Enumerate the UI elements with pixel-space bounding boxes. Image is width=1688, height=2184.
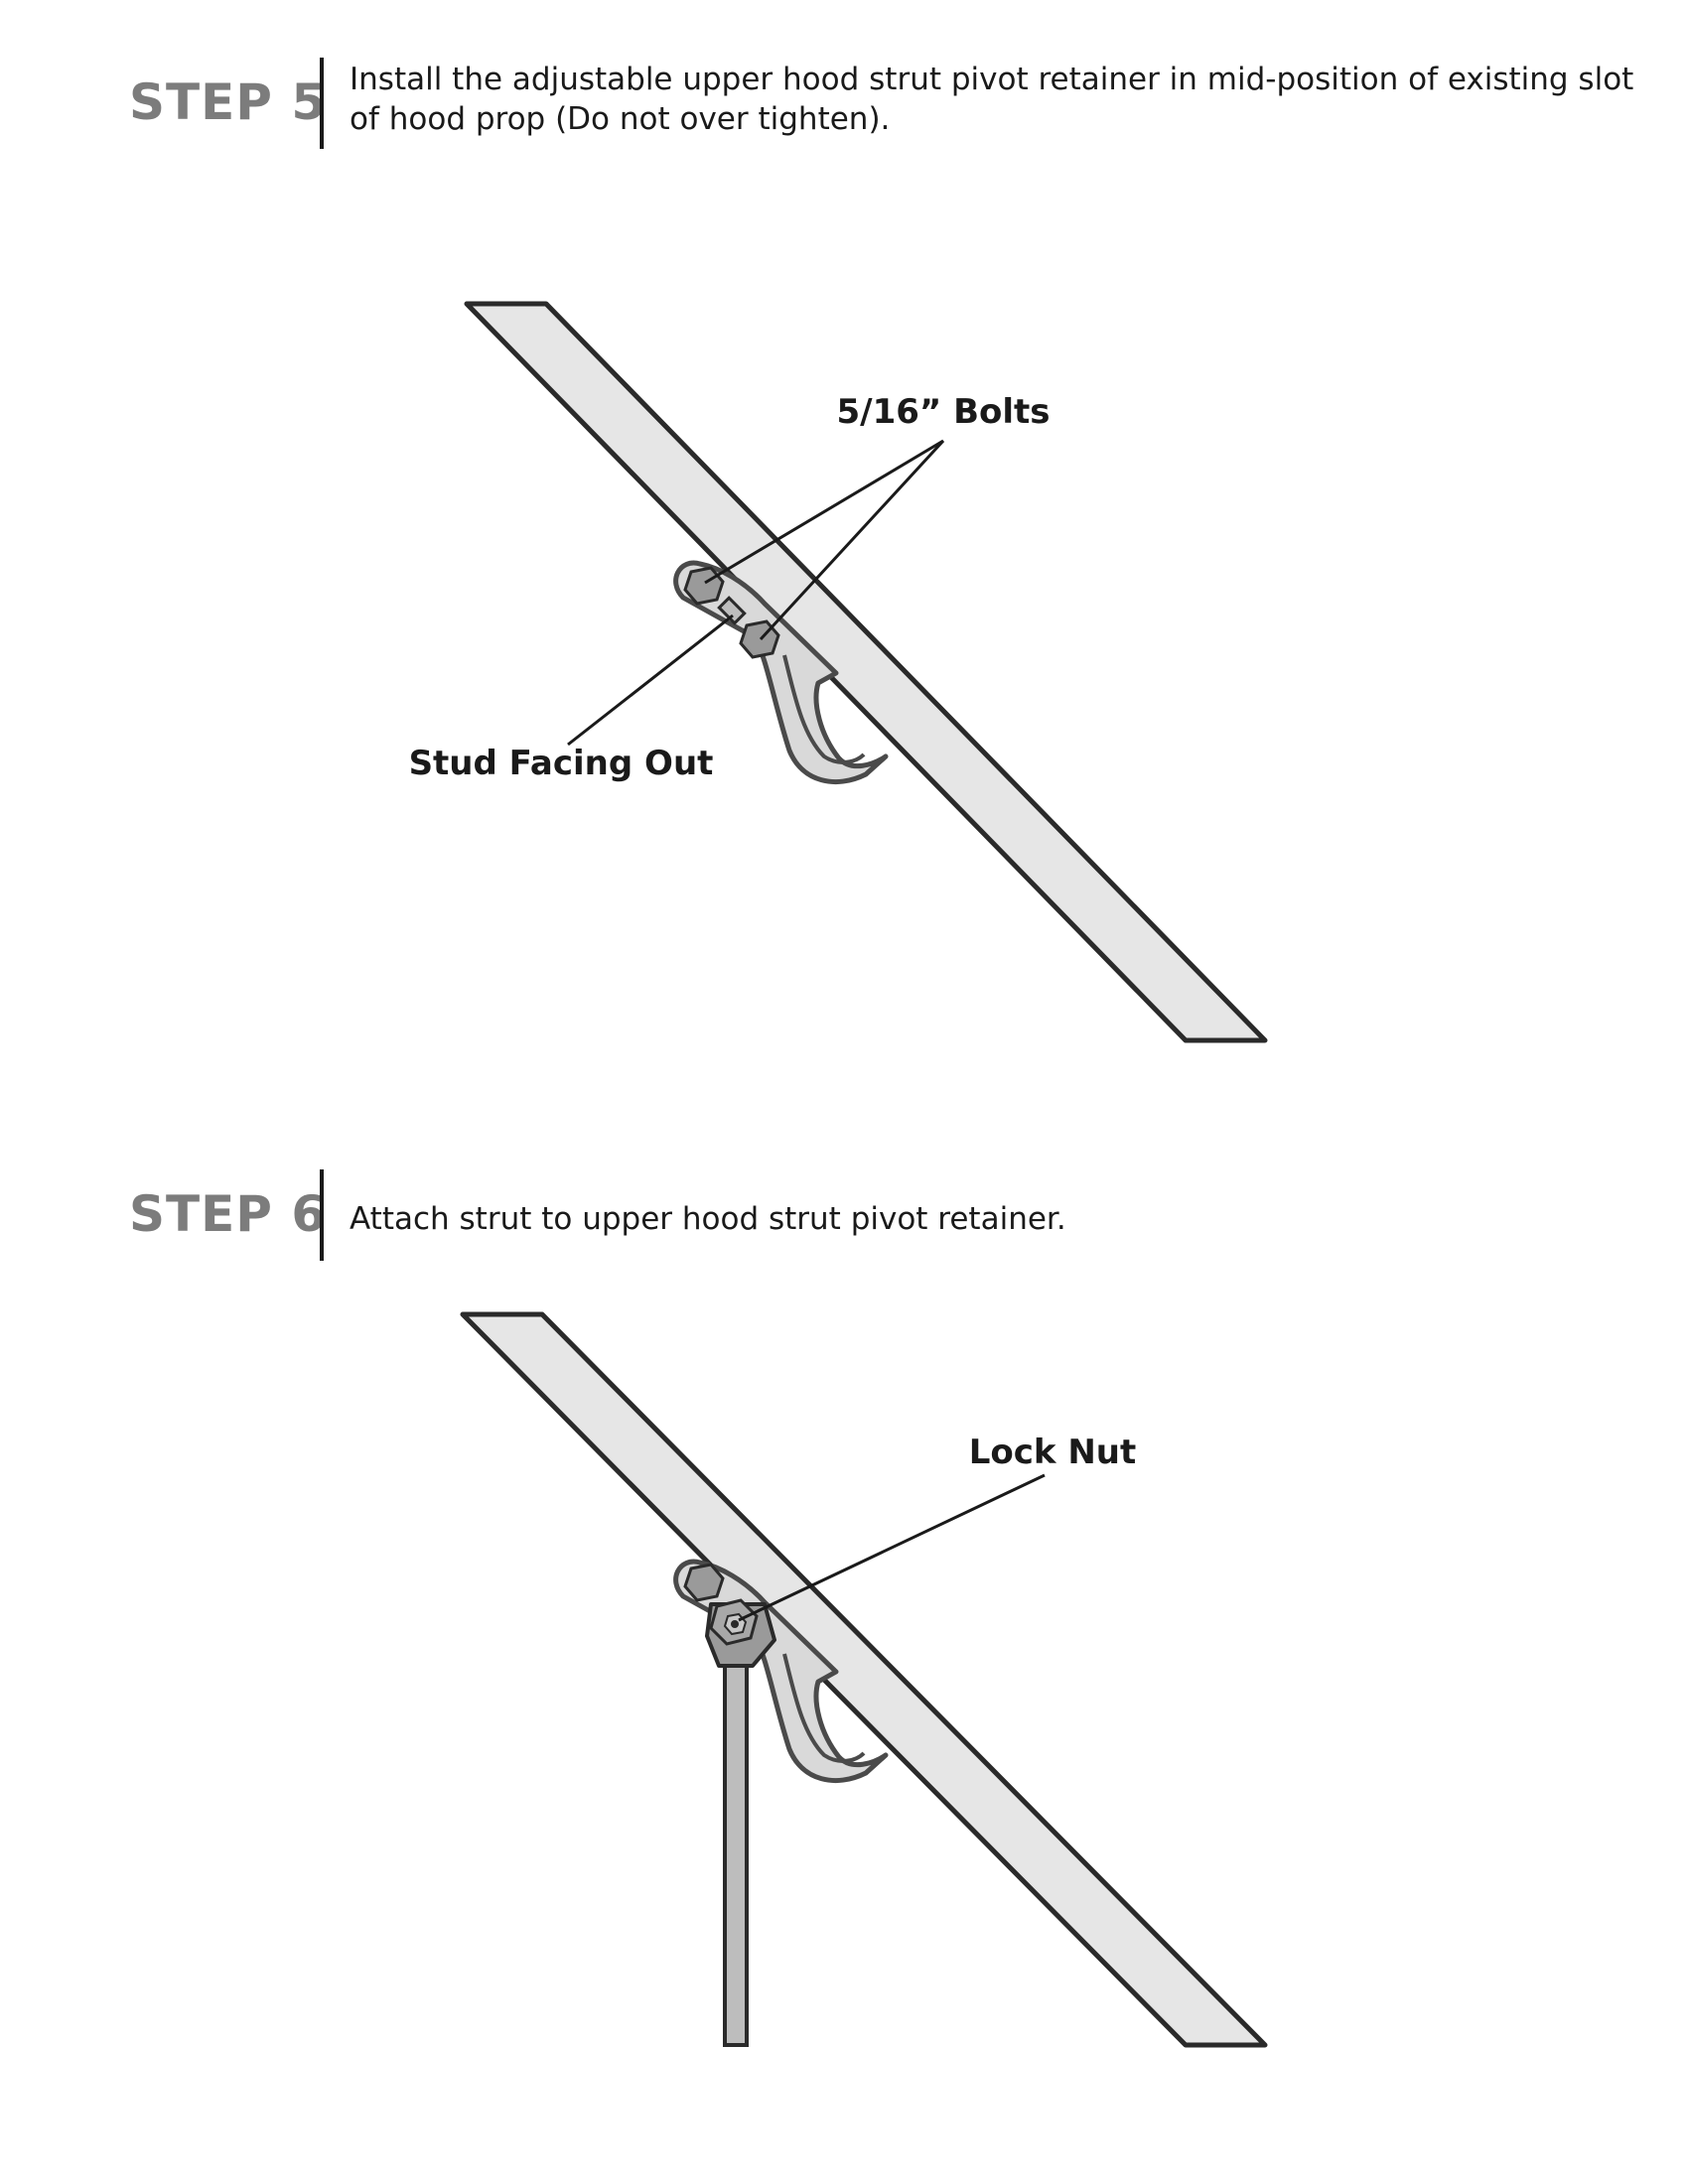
lock-nut-callout: Lock Nut — [969, 1433, 1137, 1472]
bolts-leader-1 — [704, 439, 944, 585]
step-6-illustration: Lock Nut — [0, 1291, 1688, 2065]
step-6-label: STEP 6 — [129, 1185, 328, 1243]
step-6-divider — [320, 1169, 324, 1261]
step-5-illustration: 5/16” Bolts Stud Facing Out — [0, 288, 1688, 1062]
bracket-inner-slot — [782, 1653, 866, 1763]
bolt-1 — [683, 566, 725, 606]
lock-nut-center — [731, 1620, 739, 1628]
stud-leader — [567, 614, 734, 747]
lock-nut-leader — [738, 1473, 1046, 1622]
step-5-label: STEP 5 — [129, 73, 328, 131]
strut-rod — [723, 1656, 749, 2047]
bolts-callout: 5/16” Bolts — [837, 392, 1051, 432]
step-6-drawing: Lock Nut — [460, 1311, 1268, 2048]
step-6-header: STEP 6 Attach strut to upper hood strut … — [0, 1169, 1688, 1269]
bracket-inner-slot — [782, 654, 866, 764]
hood-prop-bar — [460, 1311, 1268, 2048]
step-5-instruction: Install the adjustable upper hood strut … — [350, 62, 1634, 137]
step-5-drawing: 5/16” Bolts Stud Facing Out — [409, 301, 1268, 1043]
step-5-header: STEP 5 Install the adjustable upper hood… — [0, 58, 1688, 157]
step-5-divider — [320, 58, 324, 149]
step-6-instruction: Attach strut to upper hood strut pivot r… — [350, 1201, 1066, 1237]
stud-callout: Stud Facing Out — [409, 744, 714, 783]
bolts-leader-2 — [759, 439, 945, 641]
hood-prop-bar — [464, 301, 1268, 1043]
bolt-1 — [683, 1563, 725, 1602]
stud — [717, 596, 747, 625]
